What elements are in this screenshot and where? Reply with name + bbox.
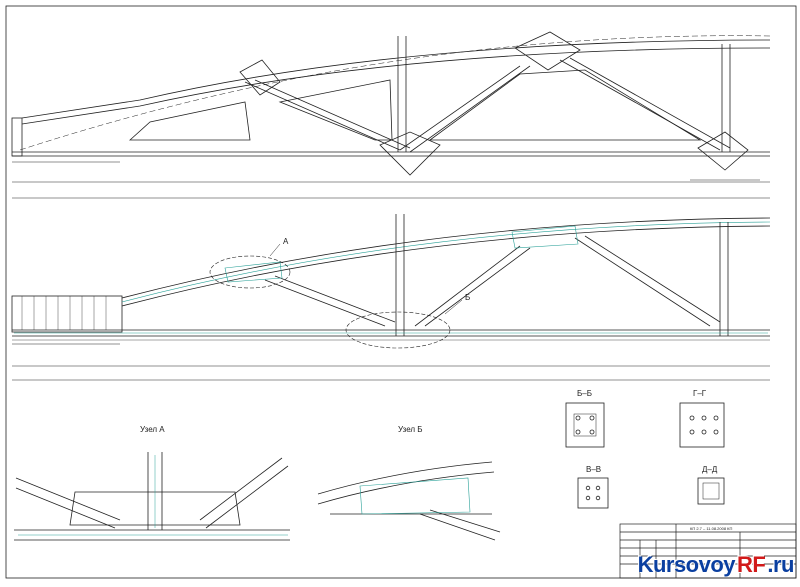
stamp-code: КП 2.7 – 11.08.2008 КП: [690, 526, 732, 531]
truss-formwork-view: [11, 31, 771, 199]
watermark-accent: RF: [737, 552, 766, 577]
section-label-d-d: Д–Д: [702, 465, 718, 474]
section-v-v: [577, 477, 609, 509]
callout-label-b: Б: [465, 293, 470, 302]
truss-reinforcement-view: [11, 214, 771, 381]
callout-label-a: А: [283, 237, 289, 246]
section-d-d: [697, 477, 725, 505]
detail-b-label: Узел Б: [398, 425, 423, 434]
sheet-frame: [5, 5, 797, 579]
watermark-suffix: .ru: [767, 552, 794, 577]
section-label-g-g: Г–Г: [693, 389, 707, 398]
title-block: [619, 523, 797, 579]
watermark-prefix: Kursovoy: [637, 552, 736, 577]
detail-node-b: [317, 461, 501, 541]
section-label-v-v: В–В: [586, 465, 601, 474]
detail-node-a: [14, 452, 290, 541]
section-b-b: [565, 402, 605, 448]
section-label-b-b: Б–Б: [577, 389, 592, 398]
section-g-g: [679, 402, 725, 448]
detail-a-label: Узел А: [140, 425, 165, 434]
